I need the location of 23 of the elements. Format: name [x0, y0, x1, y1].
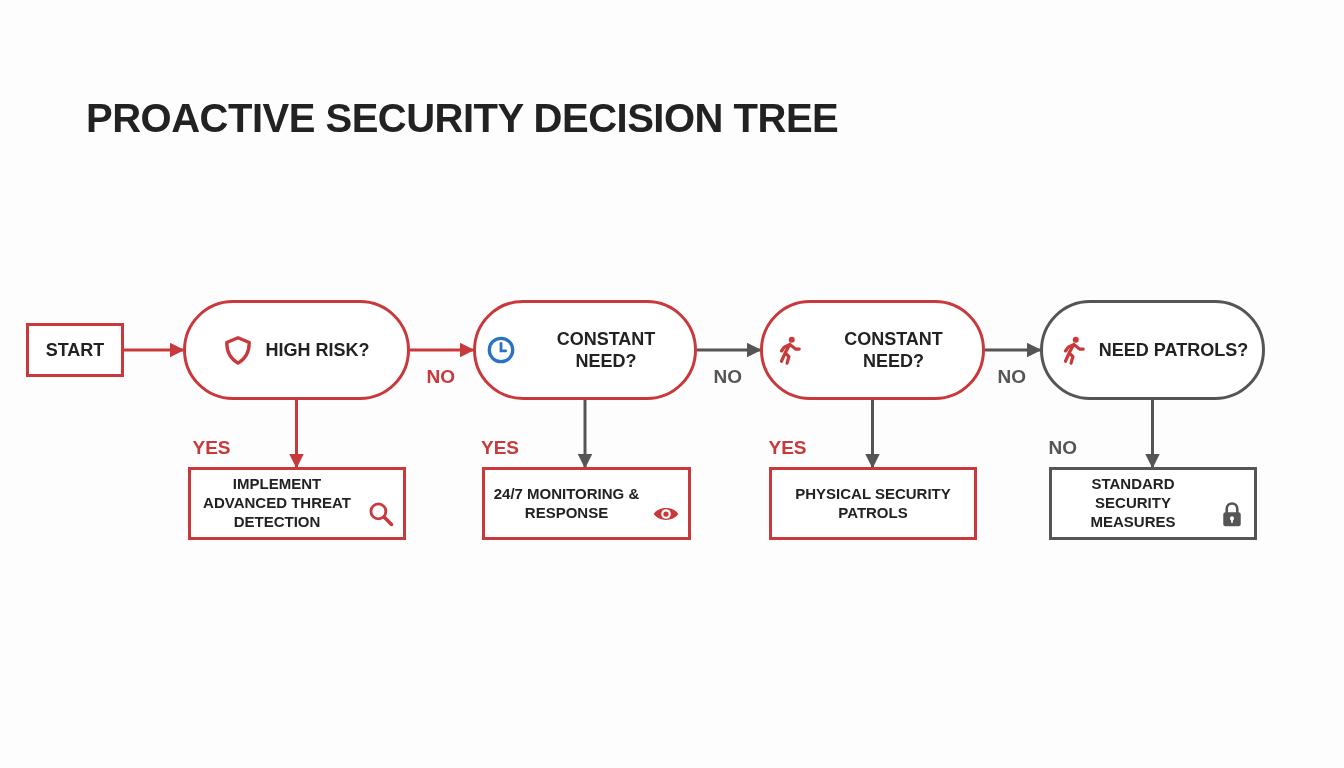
- diagram-title: PROACTIVE SECURITY DECISION TREE: [86, 96, 839, 141]
- outcome-box: [188, 467, 406, 540]
- arrow: [1145, 400, 1160, 469]
- outcome-box: [769, 467, 977, 540]
- arrow: [577, 400, 593, 469]
- node-text: STANDARD SECURITY MEASURES: [1089, 475, 1177, 532]
- node-text: HIGH RISK?: [265, 338, 370, 362]
- node-text: CONSTANT NEED?: [843, 327, 944, 373]
- node-text: 24/7 MONITORING & RESPONSE: [493, 484, 640, 523]
- arrow: [985, 342, 1042, 358]
- arrow: [410, 342, 475, 358]
- node-text: CONSTANT NEED?: [555, 327, 657, 373]
- node-text: NEED PATROLS?: [1098, 338, 1249, 362]
- arrow: [124, 342, 185, 358]
- start-box: [26, 323, 124, 377]
- outcome-box: [482, 467, 691, 540]
- node-text: IMPLEMENT ADVANCED THREAT DETECTION: [202, 475, 352, 532]
- arrow: [697, 342, 762, 358]
- arrow: [289, 400, 304, 469]
- outcome-box: [1049, 467, 1257, 540]
- arrow: [865, 400, 880, 469]
- node-text: START: [45, 338, 105, 362]
- node-text: PHYSICAL SECURITY PATROLS: [794, 484, 952, 523]
